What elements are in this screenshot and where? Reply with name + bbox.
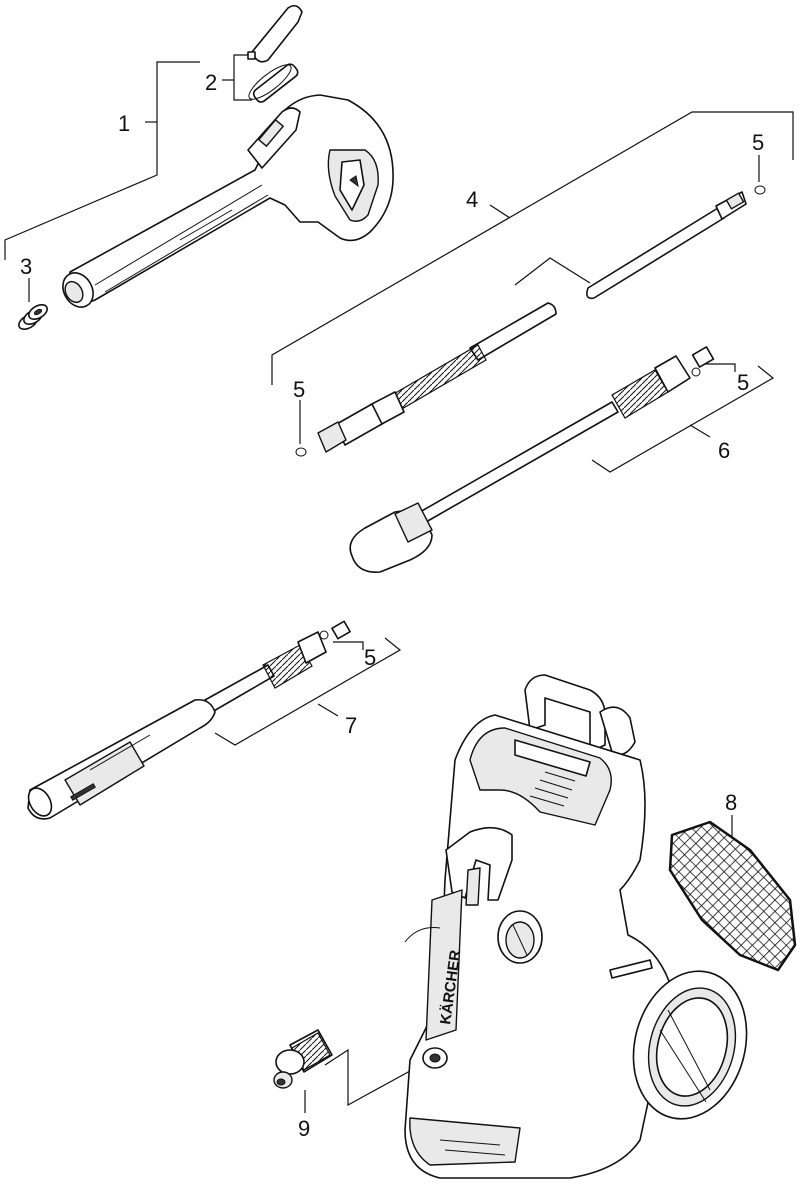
leader-6 <box>591 365 775 473</box>
leader-9 <box>324 1048 431 1107</box>
part-6-rotary-nozzle-lance <box>349 346 715 573</box>
label-8: 8 <box>725 790 737 815</box>
leader-lines <box>4 54 794 1113</box>
part-labels: 1 2 3 4 5 5 5 5 6 7 8 9 <box>20 70 764 1141</box>
part-7-vario-lance <box>27 620 351 820</box>
leader-7 <box>214 637 402 746</box>
leader-2 <box>233 54 252 101</box>
label-7: 7 <box>345 713 357 738</box>
leader-4 <box>271 111 794 385</box>
label-5d: 5 <box>364 645 376 670</box>
leader-1 <box>4 61 200 260</box>
label-2: 2 <box>205 70 217 95</box>
leader-5d <box>333 641 364 650</box>
label-5b: 5 <box>293 377 305 402</box>
leader-5c <box>705 363 736 372</box>
pressure-washer-body: KÄRCHER <box>404 674 748 1179</box>
part-2-trigger-lock <box>247 4 303 103</box>
label-9: 9 <box>298 1116 310 1141</box>
label-5c: 5 <box>737 370 749 395</box>
part-3-spring <box>18 303 48 331</box>
part-4-spray-lance <box>317 191 747 453</box>
part-9-hose-connector <box>273 1029 333 1089</box>
label-4: 4 <box>466 187 478 212</box>
label-1: 1 <box>118 111 130 136</box>
label-6: 6 <box>718 438 730 463</box>
label-5a: 5 <box>752 130 764 155</box>
label-3: 3 <box>20 254 32 279</box>
part-1-trigger-gun <box>62 94 394 308</box>
part-8-filter-mesh <box>668 820 797 972</box>
